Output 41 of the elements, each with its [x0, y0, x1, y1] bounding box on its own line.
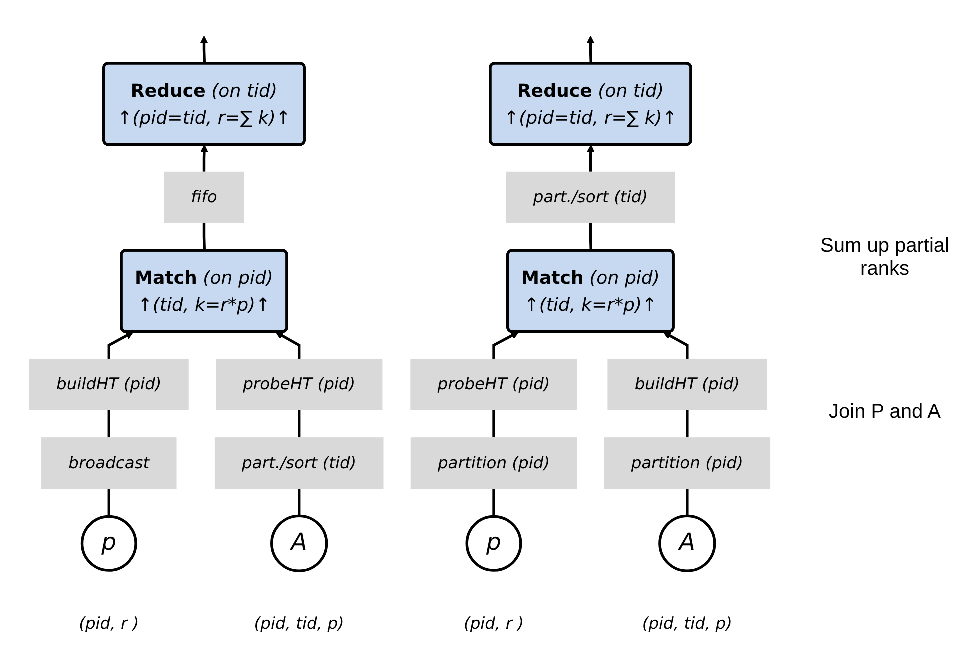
data-schema-text: (pid, r ): [79, 614, 140, 634]
arrow: [586, 36, 595, 64]
connector-line: [589, 223, 593, 252]
annotation-text: Join P and A: [828, 401, 942, 424]
channel-box: part./sort (tid): [506, 172, 676, 224]
operator-box: Reduce (on tid) ↑(pid=tid, r=∑ k)↑: [489, 62, 692, 146]
arrow: [108, 332, 134, 359]
connector-line: [686, 410, 689, 438]
arrow: [276, 332, 301, 359]
data-source-circle: p: [80, 515, 138, 572]
channel-box: fifo: [164, 172, 244, 224]
channel-box: partition (pid): [410, 438, 578, 490]
channel-box: probeHT (pid): [410, 358, 578, 410]
channel-box: part./sort (tid): [214, 438, 384, 490]
channel-box: probeHT (pid): [216, 358, 383, 410]
connector-line: [298, 410, 301, 438]
arrow: [200, 36, 208, 64]
connector-line: [108, 410, 110, 438]
operator-box: Reduce (on tid) ↑(pid=tid, r=∑ k)↑: [102, 62, 306, 146]
connector-line: [108, 489, 110, 517]
arrow: [586, 144, 595, 172]
channel-box: buildHT (pid): [29, 358, 189, 410]
data-schema-text: (pid, r ): [464, 614, 524, 634]
annotation-text: Sum up partial ranks: [820, 235, 950, 281]
data-source-circle: p: [466, 515, 522, 572]
channel-box: partition (pid): [604, 438, 771, 490]
connector-line: [686, 489, 689, 516]
arrow: [492, 332, 519, 359]
operator-box: Match (on pid) ↑(tid, k=r*p)↑: [506, 249, 675, 334]
connector-line: [492, 410, 496, 438]
arrow: [663, 332, 689, 359]
data-schema-text: (pid, tid, p): [254, 614, 344, 634]
arrow: [200, 144, 208, 172]
connector-line: [492, 489, 496, 517]
operator-box: Match (on pid) ↑(tid, k=r*p)↑: [120, 249, 288, 334]
data-source-circle: A: [658, 514, 716, 572]
data-source-circle: A: [270, 514, 328, 572]
connector-line: [202, 223, 206, 252]
connector-line: [298, 489, 301, 516]
channel-box: buildHT (pid): [608, 358, 768, 410]
data-schema-text: (pid, tid, p): [642, 614, 732, 634]
